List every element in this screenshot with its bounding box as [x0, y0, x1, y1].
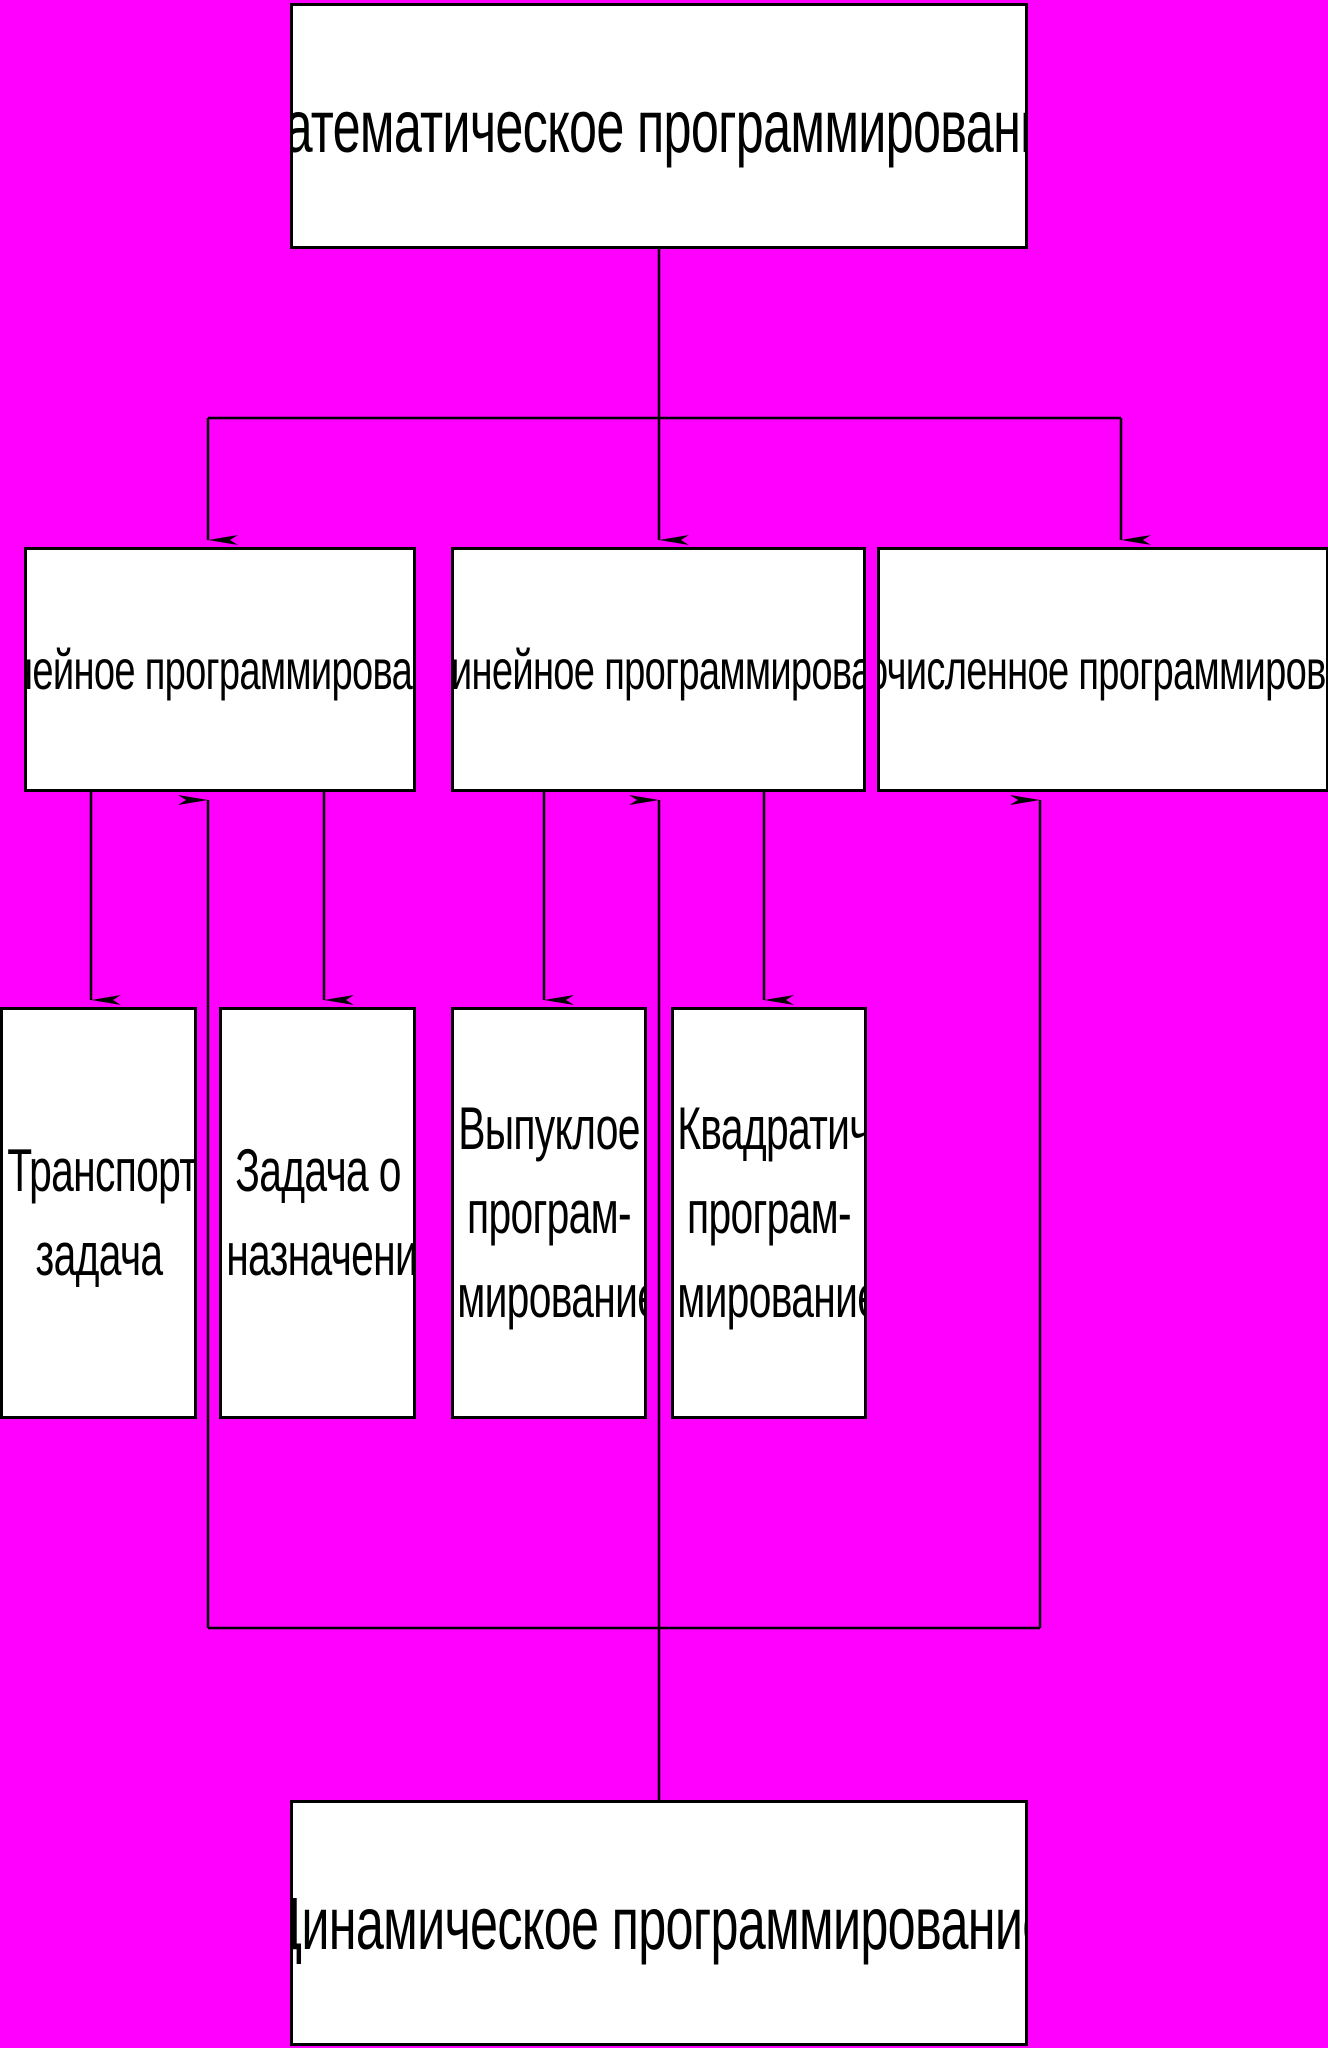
node-label: Линейное программирование — [27, 638, 413, 701]
node-label: Транспортная задача — [6, 1137, 197, 1288]
node-label: Нелинейное программирование — [451, 638, 863, 701]
node-label: Выпуклое програм-мирование — [457, 1095, 647, 1330]
node-label: Квадратичное програм-мирование — [677, 1095, 867, 1330]
node-integer-programming: Целочисленное программирование — [877, 547, 1328, 792]
node-label: Математическое программирование — [293, 84, 1025, 168]
node-transport-problem: Транспортная задача — [0, 1007, 197, 1419]
node-dynamic-programming: Динамическое программирование — [290, 1800, 1028, 2046]
node-linear-programming: Линейное программирование — [24, 547, 416, 792]
node-assignment-problem: Задача о назначениях — [219, 1007, 416, 1419]
node-label: Задача о назначениях — [225, 1137, 416, 1288]
node-label: Целочисленное программирование — [880, 638, 1326, 701]
node-convex-programming: Выпуклое програм-мирование — [451, 1007, 647, 1419]
node-nonlinear-programming: Нелинейное программирование — [451, 547, 866, 792]
node-mathematical-programming: Математическое программирование — [290, 3, 1028, 249]
node-quadratic-programming: Квадратичное програм-мирование — [671, 1007, 867, 1419]
node-label: Динамическое программирование — [290, 1881, 1028, 1965]
